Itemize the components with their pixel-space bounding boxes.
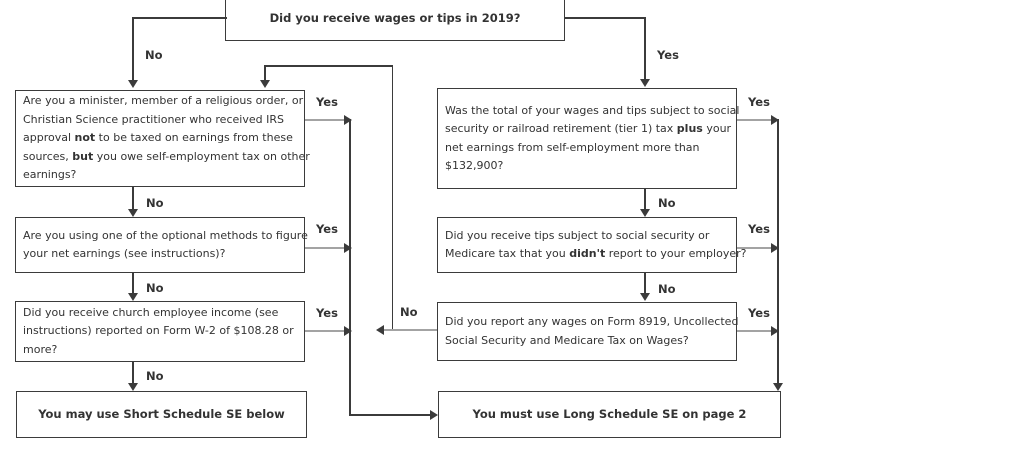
decision-optional-methods: Are you using one of the optional method… (15, 217, 308, 273)
branch-label-yes: Yes (316, 95, 338, 109)
branch-label-no: No (146, 369, 164, 383)
branch-label-yes: Yes (748, 222, 770, 236)
branch-label-yes: Yes (657, 48, 679, 62)
connector-right-yes2-h (737, 247, 772, 249)
branch-label-no: No (146, 196, 164, 210)
connector-left-yes1-h (305, 119, 344, 121)
decision-form-8919: Did you report any wages on Form 8919, U… (437, 302, 738, 361)
branch-label-yes: Yes (316, 222, 338, 236)
branch-label-no: No (145, 48, 163, 62)
decision-minister: Are you a minister, member of a religiou… (15, 90, 310, 187)
arrowhead-right-icon (771, 326, 779, 336)
branch-label-no: No (658, 282, 676, 296)
branch-label-yes: Yes (748, 95, 770, 109)
arrowhead-down-icon (260, 80, 270, 88)
decision-unreported-tips: Did you receive tips subject to social s… (437, 217, 746, 273)
arrowhead-right-icon (344, 326, 352, 336)
connector-loop-left-v (264, 65, 266, 81)
connector-right-yes1-h (737, 119, 772, 121)
connector-top-yes-h (564, 17, 645, 19)
arrowhead-down-icon (128, 80, 138, 88)
connector-loop-right-v (391, 65, 393, 330)
branch-label-no: No (400, 305, 418, 319)
decision-wages-limit: Was the total of your wages and tips sub… (437, 88, 739, 189)
connector-right-no1-v (644, 189, 646, 209)
arrowhead-down-icon (773, 383, 783, 391)
arrowhead-down-icon (128, 293, 138, 301)
arrowhead-right-icon (344, 243, 352, 253)
connector-merge-left-h (349, 414, 430, 416)
connector-left-yes2-h (305, 247, 344, 249)
connector-left-yes3-h (305, 330, 344, 332)
connector-merge-left-v (349, 119, 351, 415)
arrowhead-down-icon (128, 383, 138, 391)
branch-label-no: No (146, 281, 164, 295)
connector-left-no1-v (132, 187, 134, 209)
arrowhead-down-icon (640, 209, 650, 217)
arrowhead-right-icon (771, 115, 779, 125)
connector-top-no-h (132, 17, 227, 19)
arrowhead-right-icon (430, 410, 438, 420)
connector-right-yes3-h (737, 330, 772, 332)
branch-label-no: No (658, 196, 676, 210)
connector-left-no3-v (132, 362, 134, 383)
result-long-schedule: You must use Long Schedule SE on page 2 (438, 391, 781, 438)
connector-left-no2-v (132, 273, 134, 293)
branch-label-yes: Yes (748, 306, 770, 320)
arrowhead-right-icon (344, 115, 352, 125)
branch-label-yes: Yes (316, 306, 338, 320)
connector-loop-top-h (265, 65, 393, 67)
arrowhead-right-icon (771, 243, 779, 253)
arrowhead-down-icon (640, 79, 650, 87)
connector-loop-no-h (384, 329, 437, 331)
arrowhead-down-icon (640, 293, 650, 301)
decision-wages-or-tips: Did you receive wages or tips in 2019? (225, 0, 565, 41)
arrowhead-down-icon (128, 209, 138, 217)
connector-top-yes-v (644, 17, 646, 80)
result-short-schedule: You may use Short Schedule SE below (16, 391, 307, 438)
connector-right-no2-v (644, 273, 646, 293)
decision-church-income: Did you receive church employee income (… (15, 301, 305, 362)
arrowhead-left-icon (376, 325, 384, 335)
connector-top-no-v (132, 17, 134, 81)
